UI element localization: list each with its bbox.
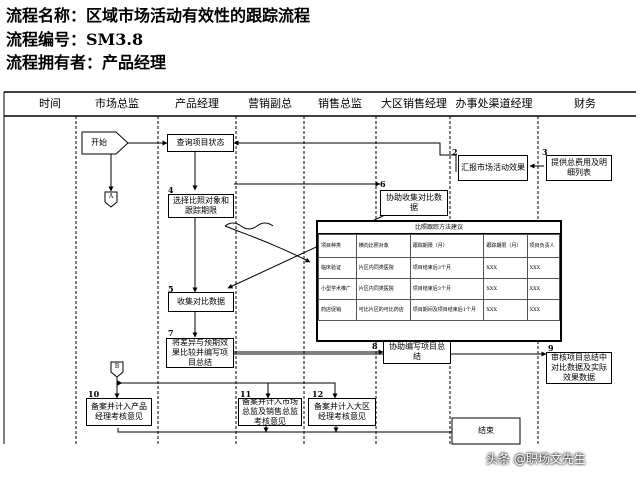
step-number: 5 [168,284,174,294]
table-header-row: 项目种类 横向比照对象 跟踪期限（月） 跟踪期限（月） 项目负责人 [318,234,561,258]
table-row: 临床验证 片区内同类医院 项目结束后3个月 XXX XXX [318,257,561,279]
step-number: 6 [380,179,386,189]
lane-market-director: 市场总监 [95,97,139,110]
table-cell: 小型学术推广 [318,278,357,300]
table-cell: XXX [526,278,561,300]
step2-report-effect: 汇报市场活动效果 [458,155,528,181]
step11-directors-record: 备案并计入市场总监及销售总监考核意见 [238,398,302,426]
connector-b-label: B [114,363,120,370]
table-cell: XXX [526,257,561,279]
table-cell: XXX [483,257,528,279]
lane-sales-director: 销售总监 [318,97,362,110]
header-cell: 横向比照对象 [355,234,411,258]
table-cell: 项目结束后3个月 [409,278,485,300]
step-number: 3 [542,147,548,157]
step-number: 11 [240,389,252,399]
step8-assist-summary: 协助编写项目总结 [383,340,451,364]
table-cell: 可比片区的可比药店 [355,299,411,321]
step9-audit-summary: 审核项目总结中对比数据及实际效果数据 [546,352,612,384]
step-number: 2 [452,147,458,157]
start-label: 开始 [91,138,107,147]
step3-cost-details: 提供总费用及明细列表 [546,155,612,181]
connector-b-shape [110,361,124,378]
header-cell: 项目负责人 [526,234,561,258]
connector-a-shape [104,191,118,208]
watermark: 头条 @职场文先生 [486,452,586,466]
table-cell: 片区内同类医院 [355,257,411,279]
table-cell: 片区内同类医院 [355,278,411,300]
flow-arrows [108,140,547,433]
table-cell: XXX [526,299,561,321]
step12-regional-record: 备案并计入大区经理考核意见 [308,398,376,426]
lane-office-channel-manager: 办事处渠道经理 [455,97,533,110]
start-shape [81,131,129,155]
process-owner: 流程拥有者：产品经理 [6,53,167,72]
header-cell: 项目种类 [318,234,357,258]
wavy-connector [224,222,274,230]
step10-pm-record: 备案并计入产品经理考核意见 [86,398,152,426]
query-status-box: 查询项目状态 [167,134,234,152]
lane-marketing-vp: 营销副总 [248,97,292,110]
lane-finance: 财务 [574,97,596,110]
tracking-method-table: 比照跟踪方法建议 项目种类 横向比照对象 跟踪期限（月） 跟踪期限（月） 项目负… [316,220,562,342]
step-number: 8 [372,341,378,351]
step-number: 12 [312,389,324,399]
end-label: 结束 [478,426,494,435]
step-number: 4 [168,185,174,195]
step-number: 9 [548,343,554,353]
table-title: 比照跟踪方法建议 [318,222,560,234]
table-row: 药店促销 可比片区的可比药店 项目期间及项目结束后1个月 XXX XXX [318,299,561,321]
table-cell: 临床验证 [318,257,357,279]
table-cell: 项目结束后3个月 [409,257,485,279]
step6-assist-collect: 协助收集对比数据 [380,190,448,216]
end-shape [451,417,521,445]
method-table: 项目种类 横向比照对象 跟踪期限（月） 跟踪期限（月） 项目负责人 临床验证 片… [318,234,561,321]
lane-regional-sales-manager: 大区销售经理 [381,97,447,110]
table-row: 小型学术推广 片区内同类医院 项目结束后3个月 XXX XXX [318,278,561,300]
connector-a-label: A [108,193,114,200]
table-cell: 项目期间及项目结束后1个月 [409,299,485,321]
table-cell: XXX [483,299,528,321]
header-cell: 跟踪期限（月） [409,234,485,258]
step-number: 10 [88,389,100,399]
table-cell: XXX [483,278,528,300]
step5-collect-data: 收集对比数据 [168,292,234,312]
table-cell: 药店促销 [318,299,357,321]
lane-time: 时间 [39,97,61,110]
process-code: 流程编号：SM3.8 [6,30,144,49]
process-name: 流程名称：区域市场活动有效性的跟踪流程 [6,6,311,25]
header-cell: 跟踪期限（月） [483,234,528,258]
step4-select-benchmark: 选择比照对象和跟踪期限 [168,194,234,218]
lane-product-manager: 产品经理 [175,97,219,110]
step-number: 7 [168,328,174,338]
step7-compare-summary: 将差异与预期效果比较并编写项目总结 [166,338,234,368]
